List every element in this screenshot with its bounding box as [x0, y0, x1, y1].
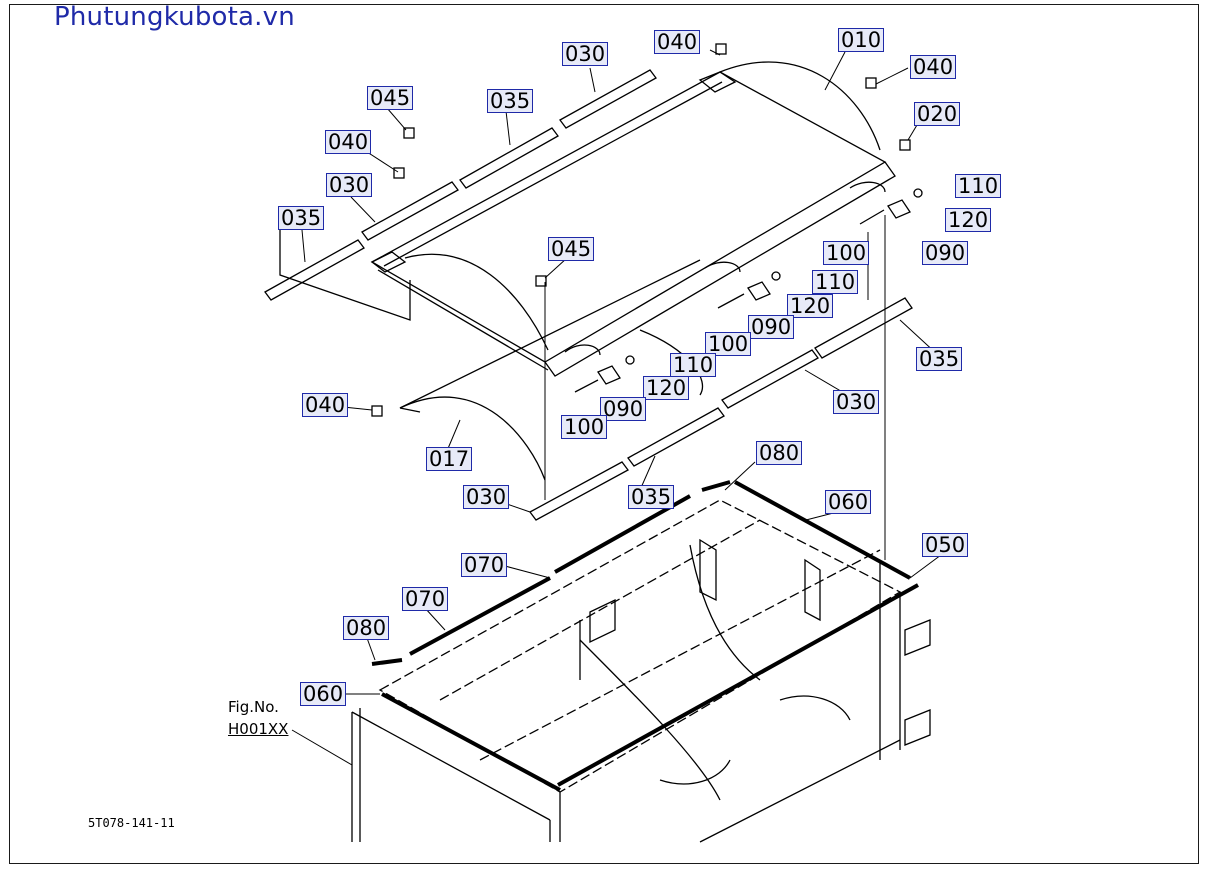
upper-side-rails — [264, 69, 657, 321]
seal-strips — [371, 480, 919, 792]
callout-040-top[interactable]: 040 — [654, 30, 701, 54]
callout-110-c[interactable]: 110 — [670, 353, 717, 377]
callout-080-top[interactable]: 080 — [756, 441, 803, 465]
callout-070-b[interactable]: 070 — [402, 587, 449, 611]
lower-frame-body — [378, 499, 902, 793]
figure-ref-link[interactable]: H001XX — [228, 720, 289, 738]
callout-110-b[interactable]: 110 — [812, 270, 859, 294]
callout-090-b[interactable]: 090 — [748, 315, 795, 339]
leader-lines — [291, 49, 946, 766]
callout-080-low[interactable]: 080 — [343, 616, 390, 640]
callout-030-left[interactable]: 030 — [326, 173, 373, 197]
callout-060-low[interactable]: 060 — [300, 682, 347, 706]
callout-035-top[interactable]: 035 — [487, 89, 534, 113]
callout-035-left[interactable]: 035 — [278, 206, 325, 230]
drawing-code: 5T078-141-11 — [88, 816, 175, 830]
frame-structure — [351, 538, 931, 843]
callout-090-a[interactable]: 090 — [922, 241, 969, 265]
callout-035-low[interactable]: 035 — [628, 485, 675, 509]
callout-100-a[interactable]: 100 — [823, 241, 870, 265]
callout-035-right[interactable]: 035 — [916, 347, 963, 371]
callout-070-a[interactable]: 070 — [461, 553, 508, 577]
callout-120-c[interactable]: 120 — [643, 376, 690, 400]
callout-040-low[interactable]: 040 — [302, 393, 349, 417]
callout-030-top[interactable]: 030 — [562, 42, 609, 66]
bolts — [371, 43, 911, 417]
callout-050[interactable]: 050 — [922, 533, 969, 557]
figure-label: Fig.No. — [228, 698, 279, 716]
callout-030-right[interactable]: 030 — [833, 390, 880, 414]
callout-030-low[interactable]: 030 — [463, 485, 510, 509]
callout-045-top[interactable]: 045 — [367, 86, 414, 110]
callout-045-mid[interactable]: 045 — [548, 237, 595, 261]
inner-panel-part — [399, 259, 704, 481]
diagram-frame — [9, 4, 1199, 864]
callout-017[interactable]: 017 — [426, 447, 473, 471]
callout-040-right[interactable]: 040 — [910, 55, 957, 79]
top-cover-part — [370, 61, 896, 377]
callout-110-a[interactable]: 110 — [955, 174, 1002, 198]
callout-040-left[interactable]: 040 — [325, 130, 372, 154]
hinge-brackets — [574, 188, 923, 393]
callout-120-b[interactable]: 120 — [787, 294, 834, 318]
lower-side-rails — [529, 297, 913, 521]
watermark-logo: Phutungkubota.vn — [54, 2, 295, 32]
callout-090-c[interactable]: 090 — [600, 397, 647, 421]
callout-100-c[interactable]: 100 — [561, 415, 608, 439]
callout-020[interactable]: 020 — [914, 102, 961, 126]
callout-060-top[interactable]: 060 — [825, 490, 872, 514]
callout-100-b[interactable]: 100 — [705, 332, 752, 356]
callout-010[interactable]: 010 — [838, 28, 885, 52]
callout-120-a[interactable]: 120 — [945, 208, 992, 232]
